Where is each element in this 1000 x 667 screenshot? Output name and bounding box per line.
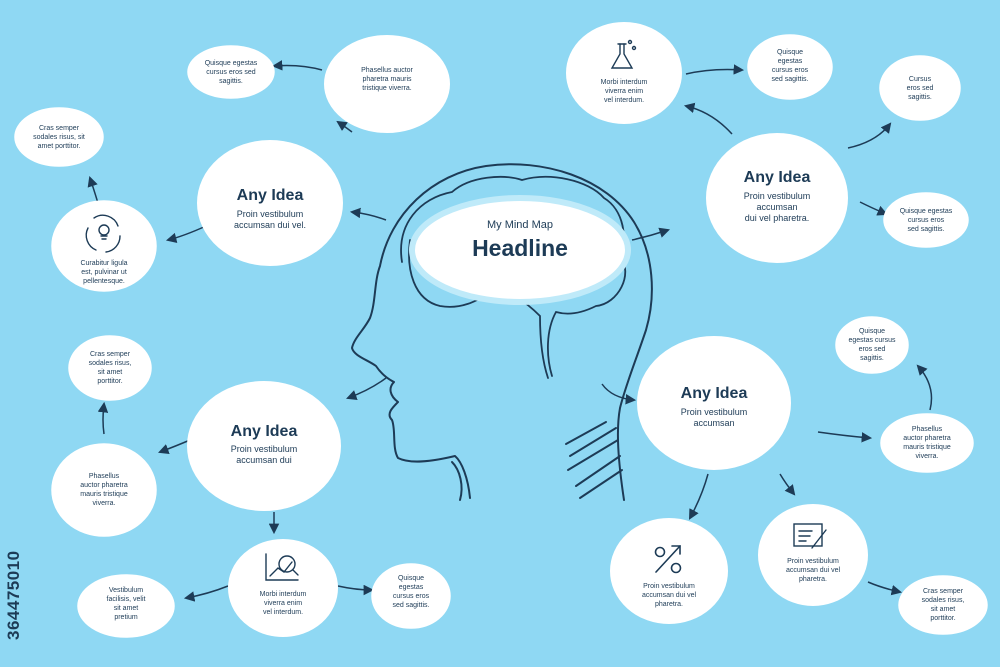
chart-magnifier-icon <box>265 553 299 581</box>
idea-title: Any Idea <box>743 169 811 186</box>
idea-text: dui vel pharetra. <box>744 213 810 223</box>
connector <box>688 473 709 520</box>
note-bubble <box>51 443 157 537</box>
idea-text: accumsan dui vel. <box>233 220 307 230</box>
connector <box>683 102 733 135</box>
note-bubble <box>880 413 974 473</box>
idea-text: Proin vestibulum <box>743 191 811 201</box>
note-bubble <box>324 35 450 133</box>
percent-arrow-icon <box>654 545 682 574</box>
connector <box>97 401 109 435</box>
idea-title: Any Idea <box>680 385 748 402</box>
note-bubble <box>371 563 451 629</box>
bubbles <box>14 22 988 638</box>
note-bubble <box>228 539 338 637</box>
flask-icon <box>610 39 637 69</box>
idea-text: accumsan <box>693 418 735 428</box>
idea-bubble <box>637 336 791 470</box>
connector <box>349 207 387 221</box>
idea-bubble <box>197 140 343 266</box>
idea-title: Any Idea <box>236 187 304 204</box>
headline-bubble <box>409 195 631 305</box>
stock-image-id: 364475010 <box>4 550 23 640</box>
connector <box>183 585 229 602</box>
note-bubble <box>566 22 682 124</box>
idea-title: Any Idea <box>230 423 298 440</box>
head-outline <box>351 163 653 501</box>
connector <box>336 120 353 133</box>
note-bubble <box>610 518 728 624</box>
idea-text: Proin vestibulum <box>230 444 298 454</box>
document-pen-icon <box>793 523 827 549</box>
note-bubble <box>758 504 868 606</box>
headline-subtitle: My Mind Map <box>486 219 554 231</box>
note-bubble <box>883 192 969 248</box>
idea-text: accumsan <box>756 202 798 212</box>
connector <box>158 439 191 454</box>
note-bubble <box>68 335 152 401</box>
connector <box>916 364 933 411</box>
connector <box>779 473 796 496</box>
note-bubble <box>879 55 961 121</box>
connector <box>847 122 892 149</box>
connector <box>685 64 745 75</box>
note-bubble <box>187 45 275 99</box>
note-bubble <box>77 574 175 638</box>
connector <box>346 377 387 401</box>
idea-text: Proin vestibulum <box>680 407 748 417</box>
lightbulb-cycle-icon <box>85 214 121 253</box>
idea-bubble <box>706 133 848 263</box>
connector <box>817 431 873 443</box>
note-bubble <box>835 316 909 374</box>
connector <box>271 60 323 71</box>
connectors <box>87 60 933 602</box>
note-bubble <box>898 575 988 635</box>
idea-bubble <box>187 381 341 511</box>
connector <box>165 225 207 244</box>
note-bubble <box>51 200 157 292</box>
headline-title: Headline <box>472 235 568 261</box>
idea-text: accumsan dui <box>236 455 292 465</box>
connector <box>867 581 903 596</box>
connector <box>631 227 670 241</box>
note-bubble <box>747 34 833 100</box>
idea-text: Proin vestibulum <box>236 209 304 219</box>
note-bubble <box>14 107 104 167</box>
connector <box>859 201 888 216</box>
connector <box>601 383 637 405</box>
connector <box>337 584 375 596</box>
